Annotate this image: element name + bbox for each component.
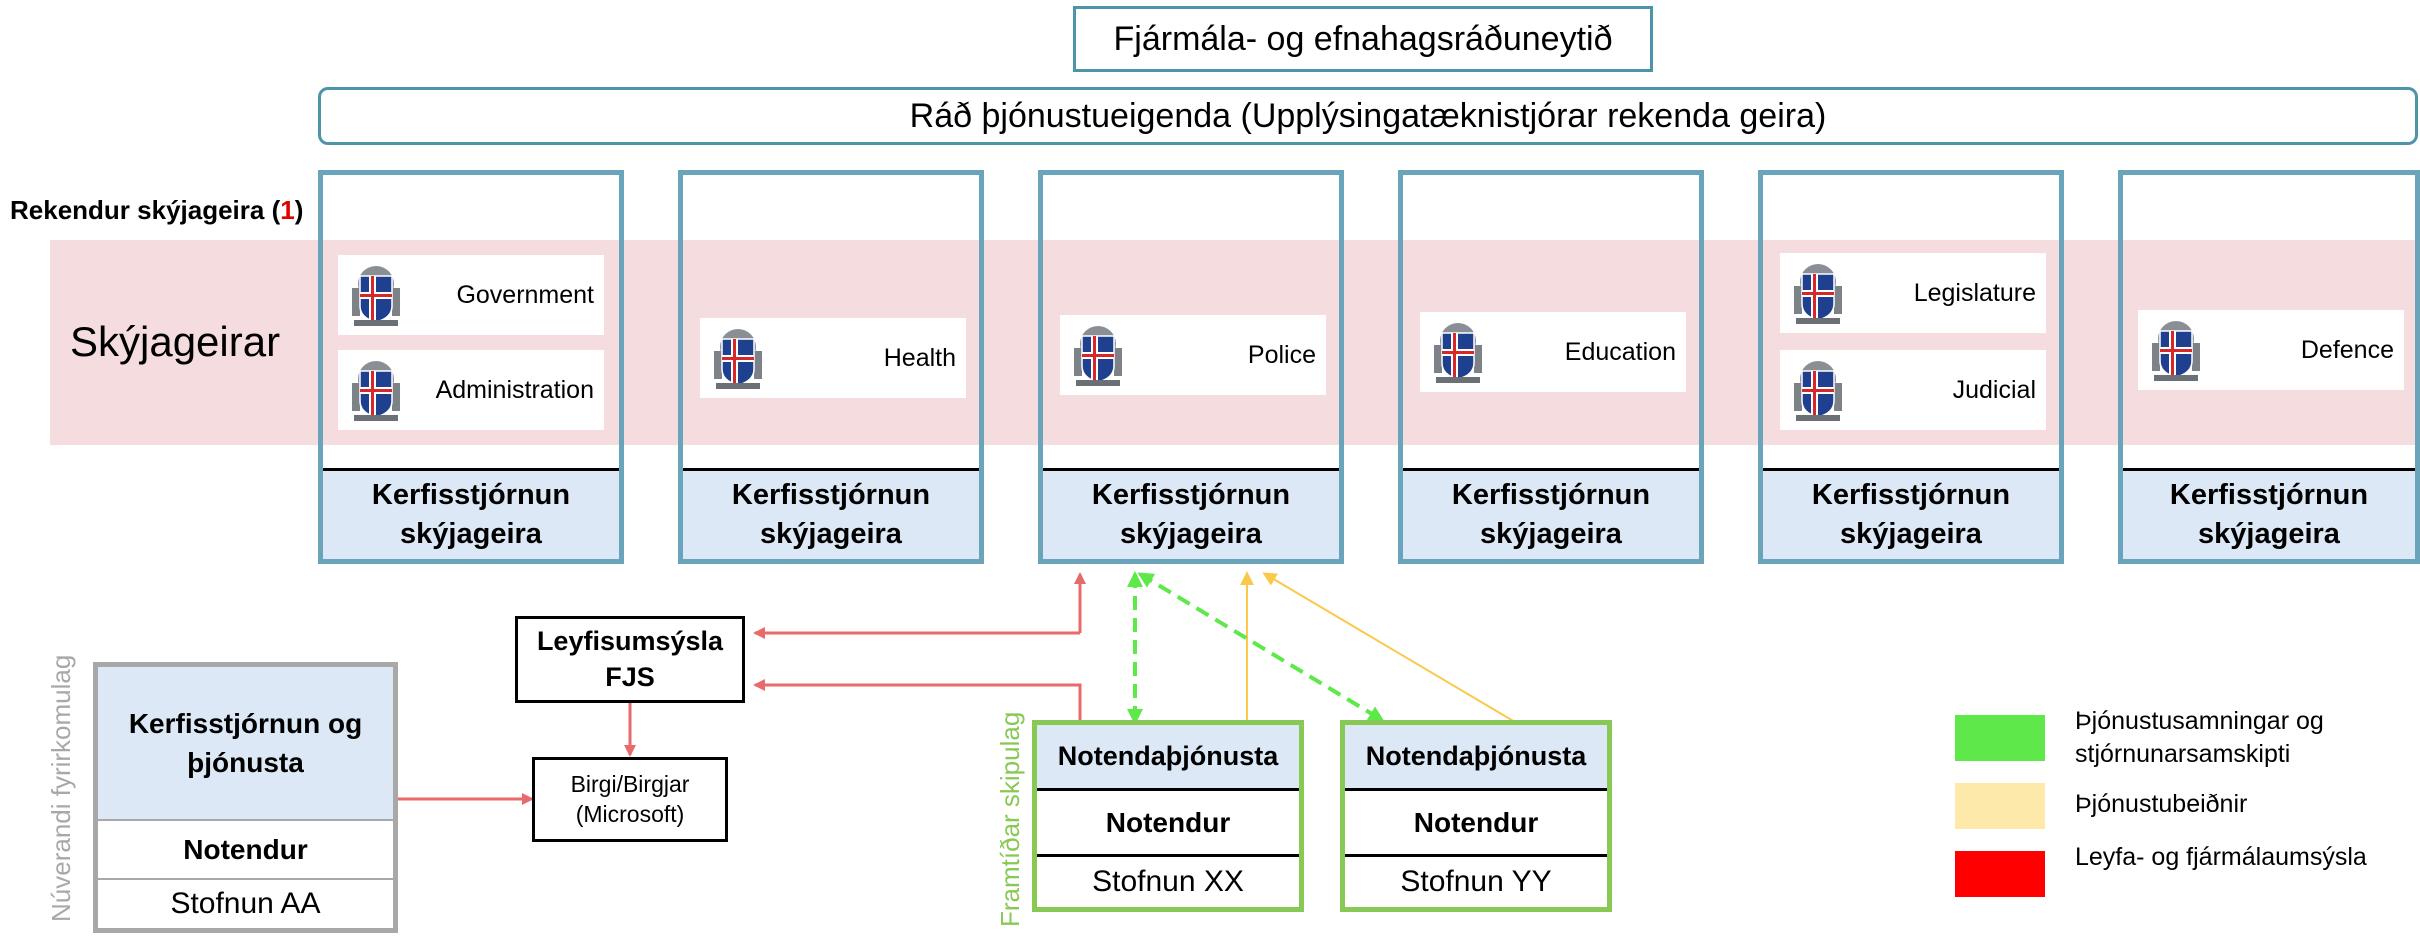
connector-red-3 <box>753 679 1082 722</box>
sector-card-label: Health <box>883 343 956 372</box>
sector-card-education: Education <box>1420 312 1686 392</box>
sector-footer: Kerfisstjórnun skýjageira <box>1043 468 1339 559</box>
connector-green-2 <box>1137 572 1385 722</box>
vendor-line1: Birgi/Birgjar <box>570 770 690 797</box>
legend-swatch-green <box>1955 715 2045 761</box>
current-org-agency: Stofnun AA <box>98 878 393 928</box>
sector-card-administration: Administration <box>338 350 604 430</box>
sector-card-label: Judicial <box>1952 375 2036 404</box>
sector-card-label: Legislature <box>1913 278 2036 307</box>
future-unit-agency: Stofnun XX <box>1037 854 1299 907</box>
vendor-line2: (Microsoft) <box>575 800 685 827</box>
sector-footer: Kerfisstjórnun skýjageira <box>2123 468 2415 559</box>
sector-column-defence: Defence Kerfisstjórnun skýjageira <box>2118 170 2420 564</box>
council-label: Ráð þjónustueigenda (Upplýsingatæknistjó… <box>909 96 1827 135</box>
coat-of-arms-icon <box>1074 326 1122 386</box>
license-admin-line2: FJS <box>605 661 655 692</box>
sector-footer: Kerfisstjórnun skýjageira <box>1763 468 2059 559</box>
sector-card-legislature: Legislature <box>1780 253 2046 333</box>
sector-column-legislature-judicial: Legislature Judicial Kerfisstjórnun skýj… <box>1758 170 2064 564</box>
sector-column-education: Education Kerfisstjórnun skýjageira <box>1398 170 1704 564</box>
sector-card-label: Police <box>1247 340 1316 369</box>
legend-swatch-red <box>1955 851 2045 897</box>
sector-card-government: Government <box>338 255 604 335</box>
coat-of-arms-icon <box>352 361 400 421</box>
future-unit-xx: Notendaþjónusta Notendur Stofnun XX <box>1032 720 1304 912</box>
sector-footer: Kerfisstjórnun skýjageira <box>683 468 979 559</box>
sector-card-label: Defence <box>2300 335 2394 364</box>
sector-card-health: Health <box>700 318 966 398</box>
coat-of-arms-icon <box>1794 361 1842 421</box>
coat-of-arms-icon <box>1434 323 1482 383</box>
future-unit-users: Notendur <box>1345 788 1607 854</box>
current-org-box: Kerfisstjórnun og þjónusta Notendur Stof… <box>93 662 398 933</box>
council-box: Ráð þjónustueigenda (Upplýsingatæknistjó… <box>318 87 2418 145</box>
current-arrangement-label: Núverandi fyrirkomulag <box>46 654 76 922</box>
future-unit-agency: Stofnun YY <box>1345 854 1607 907</box>
sector-card-judicial: Judicial <box>1780 350 2046 430</box>
connector-yellow-2 <box>1262 572 1516 723</box>
legend-label-green: Þjónustusamningar og stjórnunarsamskipti <box>2075 707 2324 768</box>
sector-column-police: Police Kerfisstjórnun skýjageira <box>1038 170 1344 564</box>
coat-of-arms-icon <box>1794 264 1842 324</box>
legend-swatch-yellow <box>1955 783 2045 829</box>
ministry-box: Fjármála- og efnahagsráðuneytið <box>1073 6 1653 72</box>
sector-column-health: Health Kerfisstjórnun skýjageira <box>678 170 984 564</box>
vendor-box: Birgi/Birgjar (Microsoft) <box>532 757 728 842</box>
sector-footer: Kerfisstjórnun skýjageira <box>1403 468 1699 559</box>
future-unit-yy: Notendaþjónusta Notendur Stofnun YY <box>1340 720 1612 912</box>
sector-operators-title: Rekendur skýjageira (1) <box>10 195 304 225</box>
future-unit-users: Notendur <box>1037 788 1299 854</box>
current-org-header: Kerfisstjórnun og þjónusta <box>98 667 393 819</box>
current-org-users: Notendur <box>98 819 393 878</box>
sector-card-label: Education <box>1564 337 1676 366</box>
sector-card-label: Government <box>456 280 594 309</box>
legend-label-red: Leyfa- og fjármálaumsýsla <box>2075 843 2367 871</box>
license-admin-line1: Leyfisumsýsla <box>536 626 724 657</box>
coat-of-arms-icon <box>2152 321 2200 381</box>
sector-footer: Kerfisstjórnun skýjageira <box>323 468 619 559</box>
sector-card-police: Police <box>1060 315 1326 395</box>
coat-of-arms-icon <box>352 266 400 326</box>
footnote-number: 1 <box>280 195 295 225</box>
future-unit-service: Notendaþjónusta <box>1037 725 1299 788</box>
coat-of-arms-icon <box>714 329 762 389</box>
band-label: Skýjageirar <box>70 318 281 365</box>
ministry-label: Fjármála- og efnahagsráðuneytið <box>1113 19 1613 58</box>
future-arrangement-label: Framtíðar skipulag <box>995 711 1025 927</box>
sector-column-government: Government Administration Kerfisstjórnun… <box>318 170 624 564</box>
license-admin-box: Leyfisumsýsla FJS <box>515 616 745 703</box>
future-unit-service: Notendaþjónusta <box>1345 725 1607 788</box>
legend-label-yellow: Þjónustubeiðnir <box>2075 790 2248 818</box>
sector-card-label: Administration <box>435 375 594 404</box>
sector-card-defence: Defence <box>2138 310 2404 390</box>
